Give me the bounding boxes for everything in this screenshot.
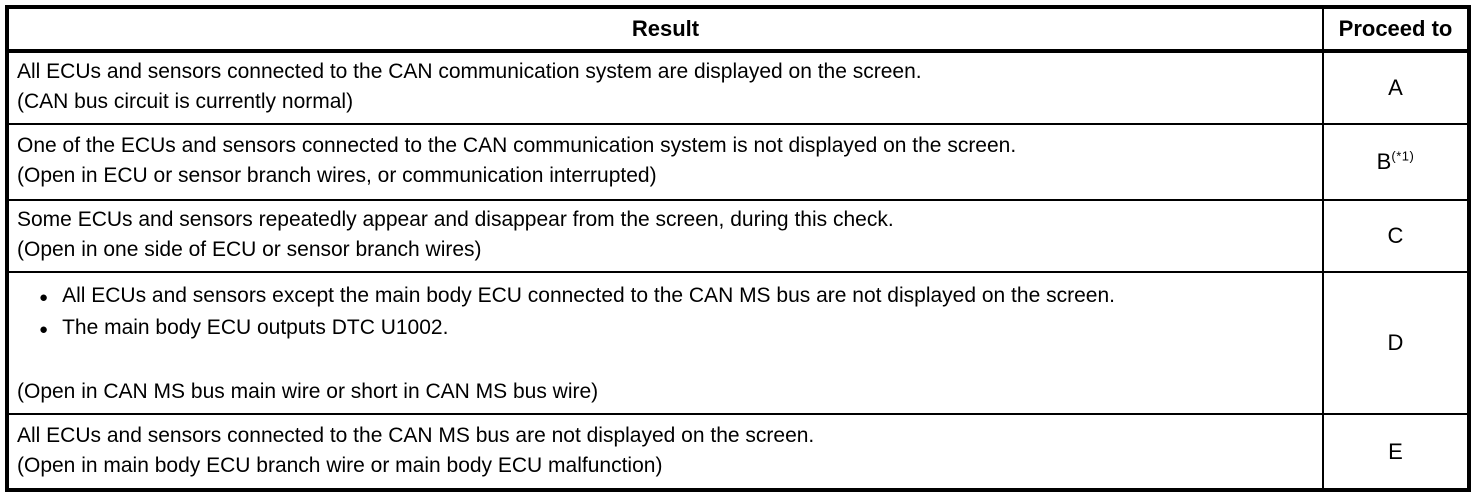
result-line: (Open in one side of ECU or sensor branc… bbox=[17, 238, 482, 261]
table-header: Result Proceed to bbox=[6, 6, 1470, 53]
result-cell: Some ECUs and sensors repeatedly appear … bbox=[6, 199, 1324, 273]
result-line: (CAN bus circuit is currently normal) bbox=[17, 90, 354, 113]
proceed-to-cell: A bbox=[1322, 50, 1470, 125]
result-line: One of the ECUs and sensors connected to… bbox=[17, 134, 1017, 157]
page: Result Proceed to All ECUs and sensors c… bbox=[5, 5, 1471, 492]
result-line: All ECUs and sensors connected to the CA… bbox=[17, 423, 815, 447]
proceed-to-cell: E bbox=[1322, 413, 1470, 491]
result-cell: ● All ECUs and sensors except the main b… bbox=[6, 271, 1324, 415]
result-line: All ECUs and sensors connected to the CA… bbox=[17, 60, 922, 83]
diagnostic-result-table: Result Proceed to All ECUs and sensors c… bbox=[5, 5, 1471, 492]
bullet-icon: ● bbox=[39, 321, 49, 338]
proceed-to-value: D bbox=[1387, 330, 1404, 355]
proceed-to-cell: D bbox=[1322, 271, 1470, 415]
result-line: Some ECUs and sensors repeatedly appear … bbox=[17, 208, 894, 231]
bullet-text: All ECUs and sensors except the main bod… bbox=[62, 284, 1115, 307]
bullet-text: The main body ECU outputs DTC U1002. bbox=[62, 316, 449, 339]
result-cell: All ECUs and sensors connected to the CA… bbox=[6, 50, 1324, 125]
proceed-to-value: B bbox=[1376, 149, 1392, 174]
table-row: ● All ECUs and sensors except the main b… bbox=[6, 271, 1470, 415]
proceed-to-value: A bbox=[1388, 75, 1403, 100]
proceed-to-value: E bbox=[1388, 438, 1403, 464]
table-row: All ECUs and sensors connected to the CA… bbox=[6, 413, 1470, 491]
table-row: All ECUs and sensors connected to the CA… bbox=[6, 50, 1470, 125]
header-row: Result Proceed to bbox=[6, 6, 1470, 53]
table-body: All ECUs and sensors connected to the CA… bbox=[6, 50, 1470, 491]
bullet-icon: ● bbox=[39, 289, 49, 306]
footnote-ref: (*1) bbox=[1391, 148, 1415, 164]
proceed-to-cell: B(*1) bbox=[1322, 123, 1470, 201]
proceed-to-value: C bbox=[1387, 223, 1404, 248]
result-line: (Open in CAN MS bus main wire or short i… bbox=[17, 380, 599, 403]
bullet-item: ● The main body ECU outputs DTC U1002. bbox=[17, 313, 1314, 345]
column-header-result: Result bbox=[6, 6, 1324, 53]
column-header-proceed-to: Proceed to bbox=[1322, 6, 1470, 53]
table-row: One of the ECUs and sensors connected to… bbox=[6, 123, 1470, 201]
result-line: (Open in main body ECU branch wire or ma… bbox=[17, 453, 663, 477]
result-line: (Open in ECU or sensor branch wires, or … bbox=[17, 164, 657, 187]
result-cell: One of the ECUs and sensors connected to… bbox=[6, 123, 1324, 201]
proceed-to-cell: C bbox=[1322, 199, 1470, 273]
table-row: Some ECUs and sensors repeatedly appear … bbox=[6, 199, 1470, 273]
bullet-item: ● All ECUs and sensors except the main b… bbox=[17, 281, 1314, 313]
result-cell: All ECUs and sensors connected to the CA… bbox=[6, 413, 1324, 491]
